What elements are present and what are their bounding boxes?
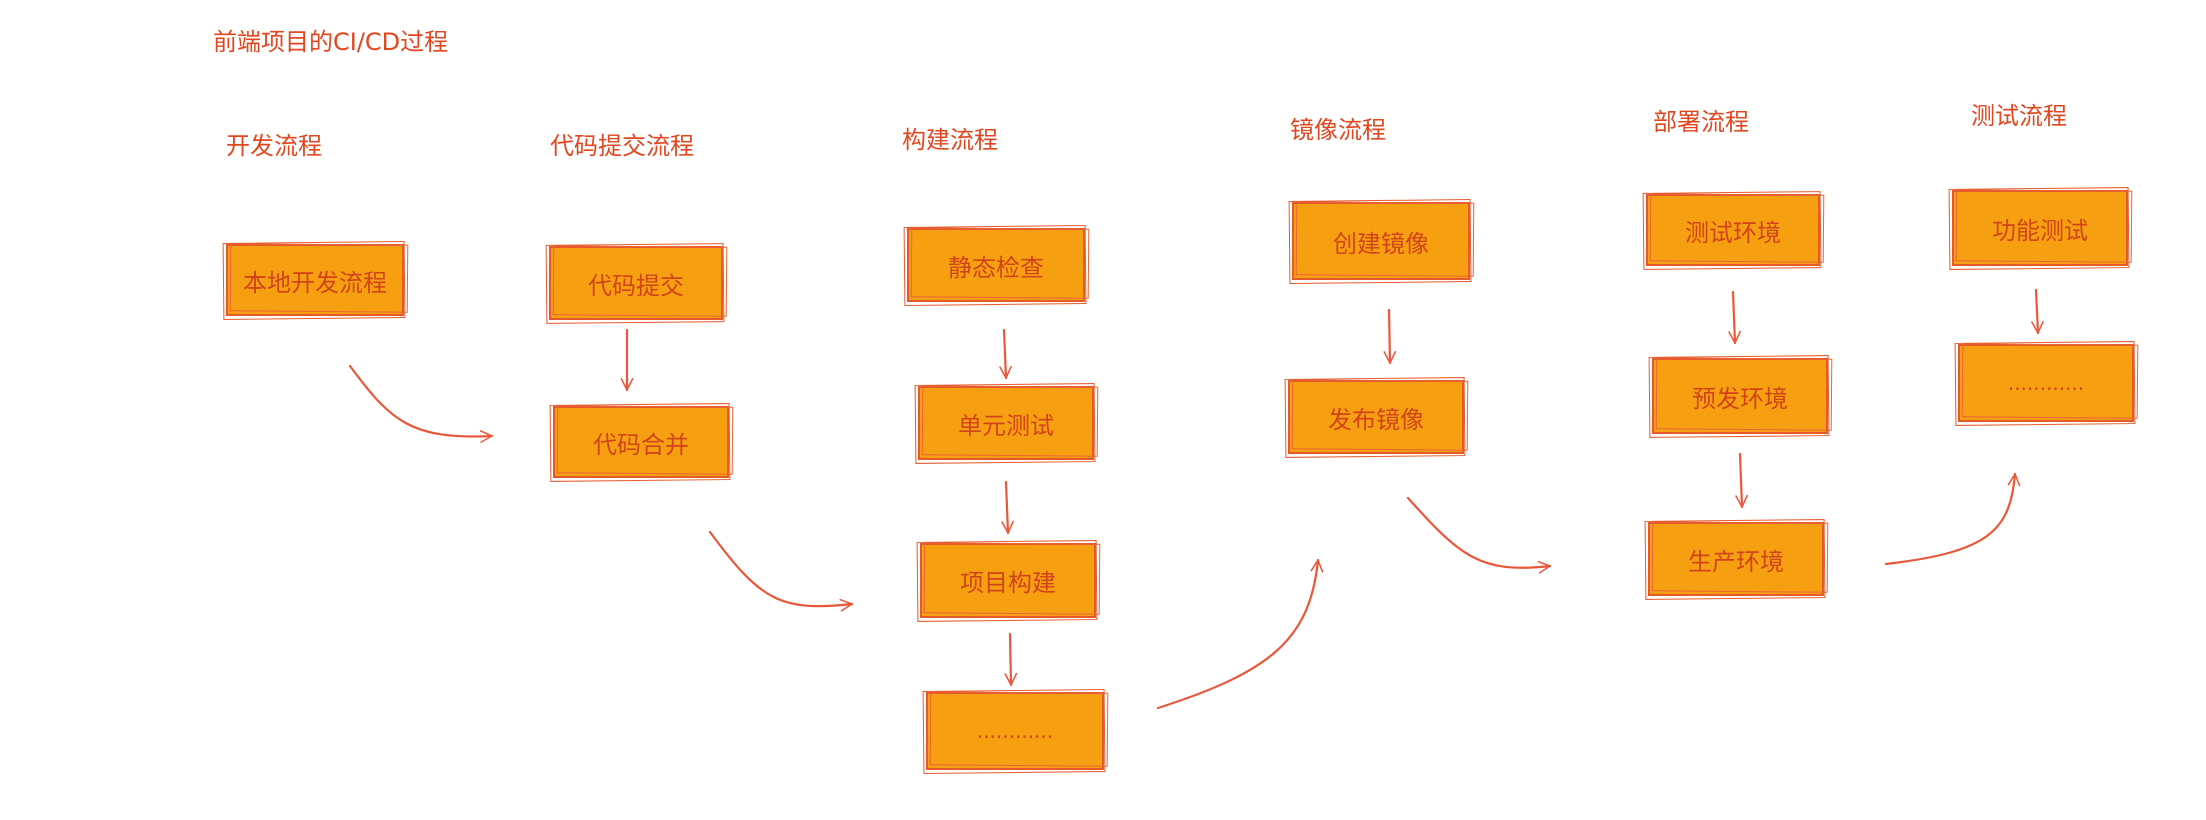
arrow-merge-to-build [708, 530, 854, 612]
node-label: 代码合并 [593, 430, 689, 459]
column-title-image: 镜像流程 [1290, 116, 1386, 144]
node-local-dev: 本地开发流程 [226, 244, 404, 316]
arrow-dev-to-commit [348, 364, 494, 443]
node-function-test: 功能测试 [1952, 190, 2128, 266]
node-label: 代码提交 [588, 271, 684, 300]
diagram-title: 前端项目的CI/CD过程 [213, 28, 449, 56]
node-label: 生产环境 [1688, 547, 1784, 576]
node-label: 项目构建 [960, 569, 1056, 597]
node-label: ............ [2007, 371, 2085, 395]
node-prod-env: 生产环境 [1648, 522, 1824, 596]
arrow-create-to-publish [1383, 308, 1397, 365]
arrow-image-to-deploy [1406, 496, 1552, 574]
node-label: 创建镜像 [1333, 229, 1429, 258]
column-title-test: 测试流程 [1971, 102, 2067, 130]
node-create-image: 创建镜像 [1292, 202, 1470, 280]
arrow-function-to-more [2031, 288, 2044, 335]
column-title-dev: 开发流程 [226, 132, 322, 160]
arrow-static-to-unit [999, 328, 1012, 380]
node-static-check: 静态检查 [907, 228, 1085, 302]
node-test-more: ............ [1958, 344, 2134, 422]
node-build-more: ............ [926, 692, 1104, 770]
node-label: ............ [976, 719, 1054, 743]
node-label: 发布镜像 [1328, 405, 1424, 434]
node-label: 功能测试 [1992, 216, 2088, 245]
node-label: 本地开发流程 [243, 268, 387, 297]
arrow-build-to-more [1004, 632, 1018, 687]
column-title-deploy: 部署流程 [1653, 108, 1749, 136]
column-title-commit: 代码提交流程 [550, 132, 694, 160]
arrow-staging-to-prod [1735, 452, 1748, 509]
node-code-commit: 代码提交 [549, 246, 723, 320]
node-label: 预发环境 [1692, 384, 1788, 413]
node-publish-image: 发布镜像 [1288, 380, 1464, 454]
arrow-test-to-staging [1728, 290, 1741, 345]
arrow-deploy-to-test [1884, 472, 2021, 566]
node-label: 测试环境 [1685, 218, 1781, 247]
node-staging-env: 预发环境 [1652, 358, 1828, 434]
column-title-build: 构建流程 [902, 126, 998, 154]
node-project-build: 项目构建 [920, 543, 1096, 618]
arrow-build-to-image [1156, 558, 1324, 710]
arrow-unit-to-build [1001, 480, 1014, 535]
node-unit-test: 单元测试 [918, 386, 1094, 460]
node-test-env: 测试环境 [1646, 194, 1820, 266]
node-label: 单元测试 [958, 411, 1054, 440]
node-label: 静态检查 [948, 253, 1044, 282]
node-code-merge: 代码合并 [553, 406, 729, 478]
